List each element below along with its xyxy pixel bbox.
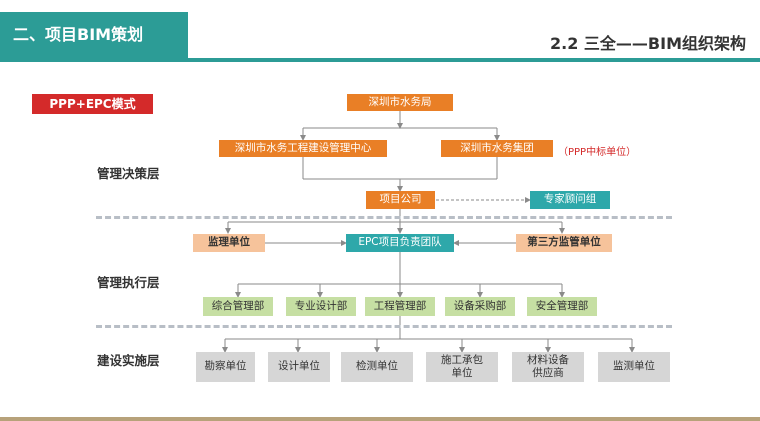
node-monitoring-unit: 监测单位	[598, 352, 670, 382]
node-survey-unit: 勘察单位	[196, 352, 255, 382]
node-design-dept: 专业设计部	[286, 297, 356, 316]
node-contractor-unit: 施工承包单位	[426, 352, 498, 382]
node-engineering-dept: 工程管理部	[365, 297, 435, 316]
section-title: 二、项目BIM策划	[0, 12, 188, 58]
page-subtitle: 2.2 三全——BIM组织架构	[550, 34, 746, 53]
node-supervision: 监理单位	[193, 234, 265, 252]
node-design-unit: 设计单位	[268, 352, 330, 382]
header-divider	[0, 58, 760, 62]
ppp-bidder-note: （PPP中标单位）	[558, 147, 637, 158]
node-third-party: 第三方监管单位	[516, 234, 612, 252]
node-testing-unit: 检测单位	[341, 352, 413, 382]
mode-label: PPP+EPC模式	[32, 94, 153, 114]
node-safety-dept: 安全管理部	[527, 297, 597, 316]
layer-label-execution: 管理执行层	[97, 275, 160, 290]
node-expert-group: 专家顾问组	[530, 191, 610, 209]
layer-label-decision: 管理决策层	[97, 166, 160, 181]
node-project-company: 项目公司	[366, 191, 435, 209]
node-comprehensive-dept: 综合管理部	[203, 297, 273, 316]
layer-divider-1	[96, 216, 672, 219]
node-epc-team: EPC项目负责团队	[346, 234, 454, 252]
node-construction-center: 深圳市水务工程建设管理中心	[219, 140, 387, 157]
node-material-supplier: 材料设备供应商	[512, 352, 584, 382]
node-procurement-dept: 设备采购部	[445, 297, 515, 316]
footer-bar	[0, 417, 760, 421]
node-water-bureau: 深圳市水务局	[347, 94, 453, 111]
layer-divider-2	[96, 325, 672, 328]
node-water-group: 深圳市水务集团	[441, 140, 553, 157]
layer-label-construction: 建设实施层	[97, 353, 160, 368]
